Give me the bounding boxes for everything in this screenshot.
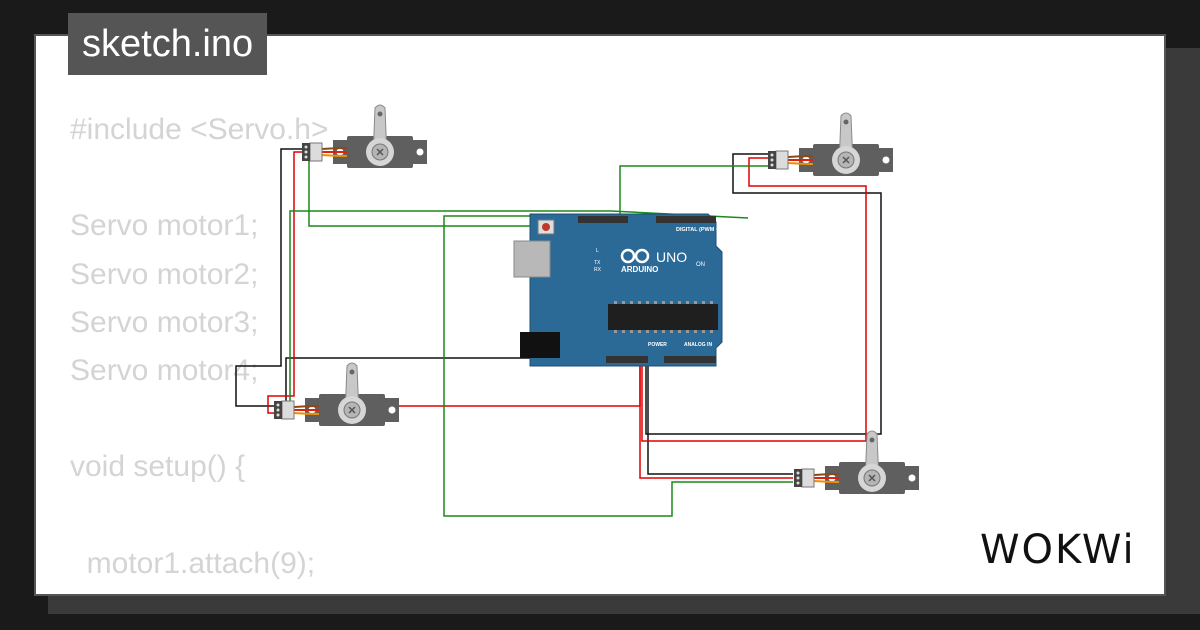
code-listing: #include <Servo.h> Servo motor1; Servo mo… (70, 106, 332, 594)
arduino-infinity-logo (620, 248, 650, 264)
power-jack (520, 332, 560, 358)
code-line: Servo motor4; (70, 354, 259, 388)
reset-button[interactable] (542, 223, 550, 231)
code-line: Servo motor3; (70, 305, 259, 339)
preview-card: #include <Servo.h> Servo motor1; Servo mo… (34, 34, 1166, 596)
usb-port (513, 240, 551, 278)
digital-header-2 (656, 216, 716, 223)
code-line: motor1.attach(9); (70, 546, 316, 580)
servo-motor[interactable] (273, 362, 400, 427)
code-line: Servo motor1; (70, 209, 259, 243)
power-label: POWER (648, 342, 667, 348)
digital-header-1 (578, 216, 628, 223)
analog-header (664, 356, 716, 363)
rx-led-label: RX (594, 267, 602, 273)
file-title: sketch.ino (68, 13, 268, 75)
code-line: Servo motor2; (70, 257, 259, 291)
board-model-label: UNO (656, 249, 687, 265)
wokwi-logo-text: WOKWi (980, 527, 1136, 571)
l-led-label: L (596, 248, 599, 254)
analog-label: ANALOG IN (684, 342, 712, 348)
servo-motor[interactable] (767, 112, 894, 177)
arduino-uno-board[interactable]: UNO ARDUINO DIGITAL (PWM ~) ON L TX RX P… (513, 213, 723, 367)
digital-label: DIGITAL (PWM ~) (676, 227, 721, 233)
servo-motor[interactable] (301, 104, 428, 169)
on-led-label: ON (696, 262, 705, 268)
code-line: void setup() { (70, 450, 246, 484)
power-header (606, 356, 648, 363)
wokwi-logo: WOKWi (980, 527, 1150, 576)
board-brand-label: ARDUINO (621, 265, 658, 274)
circuit-diagram: UNO ARDUINO DIGITAL (PWM ~) ON L TX RX P… (235, 104, 920, 517)
code-line: #include <Servo.h> (70, 113, 329, 146)
tx-led-label: TX (594, 260, 601, 266)
atmega-chip (608, 304, 718, 330)
